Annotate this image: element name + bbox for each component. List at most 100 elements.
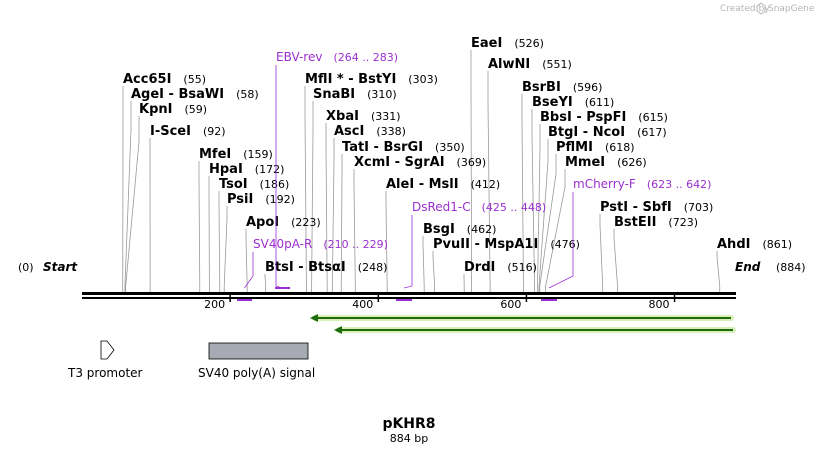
site-name: PstI - SbfI <box>600 200 672 215</box>
site-position: (617) <box>637 126 667 139</box>
site-position: (476) <box>550 238 580 251</box>
restriction-site[interactable]: MmeI (626) <box>565 155 647 170</box>
site-position: (596) <box>573 81 603 94</box>
site-connector <box>537 124 541 292</box>
restriction-site[interactable]: XbaI(331) <box>326 109 401 124</box>
primer[interactable]: mCherry-F(623 .. 642) <box>541 177 711 301</box>
site-position: (412) <box>471 178 501 191</box>
restriction-site[interactable]: AhdI(861) <box>717 237 792 252</box>
site-position: (92) <box>203 125 226 138</box>
site-name: MmeI <box>565 155 605 170</box>
restriction-site[interactable]: XcmI - SgrAI(369) <box>354 155 486 170</box>
restriction-site[interactable]: AleI - MslI (412) <box>386 177 500 192</box>
site-connector <box>218 191 221 292</box>
restriction-site[interactable]: DrdI(516) <box>464 260 537 275</box>
site-position: (861) <box>762 238 792 251</box>
restriction-site[interactable]: KpnI(59) <box>139 102 207 117</box>
end-position: (884) <box>776 261 806 274</box>
orf-arrow-2[interactable] <box>334 326 736 334</box>
restriction-site[interactable]: I-SceI (92) <box>150 124 226 139</box>
restriction-site[interactable]: PflMI(618) <box>556 140 635 155</box>
restriction-site[interactable]: TatI - BsrGI(350) <box>342 140 465 155</box>
restriction-site[interactable]: MflI * - BstYI(303) <box>305 72 438 87</box>
site-name: AleI - MslI <box>386 177 459 192</box>
site-position: (310) <box>367 88 397 101</box>
restriction-site[interactable]: BsrBI (596) <box>522 80 602 95</box>
restriction-site[interactable]: HpaI(172) <box>209 162 284 177</box>
credit-brand: SnapGene <box>768 4 815 14</box>
site-connector <box>487 71 491 292</box>
restriction-site[interactable]: PvuII - MspA1I(476) <box>433 237 580 252</box>
site-connector <box>304 86 307 292</box>
site-position: (626) <box>617 156 647 169</box>
primer[interactable]: DsRed1-C(425 .. 448) <box>396 200 546 301</box>
site-connector <box>716 251 721 292</box>
site-position: (611) <box>585 96 615 109</box>
site-position: (338) <box>376 125 406 138</box>
site-connector <box>264 274 267 292</box>
site-position: (223) <box>291 216 321 229</box>
restriction-site[interactable]: AlwNI(551) <box>488 57 572 72</box>
primer-layer: EBV-rev(264 .. 283)SV40pA-R(210 .. 229)D… <box>237 50 711 301</box>
site-position: (615) <box>638 111 668 124</box>
site-connector <box>385 191 388 292</box>
site-position: (369) <box>457 156 487 169</box>
restriction-site[interactable]: BtsI - BtsαI(248) <box>265 260 387 275</box>
site-connector <box>531 109 535 292</box>
site-connector <box>198 161 201 292</box>
site-name: MfeI <box>199 147 231 162</box>
restriction-site[interactable]: MfeI(159) <box>199 147 273 162</box>
primer-range: (210 .. 229) <box>323 238 388 251</box>
primer-connector <box>548 192 574 289</box>
primer-connector <box>403 215 413 289</box>
start-position: (0) <box>18 261 34 274</box>
site-name: DrdI <box>464 260 495 275</box>
restriction-site[interactable]: AgeI - BsaWI(58) <box>131 87 259 102</box>
restriction-site[interactable]: PstI - SbfI (703) <box>600 200 713 215</box>
site-position: (723) <box>668 216 698 229</box>
sv40-polya-feature[interactable] <box>208 342 309 360</box>
site-connector <box>539 154 557 292</box>
site-connector <box>545 169 566 292</box>
site-name: EaeI <box>471 36 502 51</box>
site-name: ApoI <box>246 215 279 230</box>
site-name: PsiI <box>227 192 253 207</box>
sequence-backbone <box>82 292 736 299</box>
restriction-site[interactable]: BtgI - NcoI(617) <box>548 125 667 140</box>
primer[interactable]: EBV-rev(264 .. 283) <box>275 50 398 289</box>
plasmid-length: 884 bp <box>390 432 428 445</box>
site-name: PflMI <box>556 140 593 155</box>
restriction-site[interactable]: AscI(338) <box>334 124 406 139</box>
site-connector <box>470 50 473 292</box>
site-position: (462) <box>467 223 497 236</box>
restriction-site[interactable]: BstEII (723) <box>614 215 698 230</box>
restriction-site[interactable]: BsgI(462) <box>423 222 496 237</box>
site-name: BstEII <box>614 215 656 230</box>
site-name: AgeI - BsaWI <box>131 87 224 102</box>
site-name: I-SceI <box>150 124 191 139</box>
primer[interactable]: SV40pA-R(210 .. 229) <box>237 237 388 301</box>
site-name: SnaBI <box>313 87 355 102</box>
site-position: (303) <box>408 73 438 86</box>
site-connector <box>613 229 618 292</box>
restriction-site[interactable]: ApoI (223) <box>246 215 321 230</box>
ruler-tick-label: 200 <box>204 298 225 311</box>
site-position: (703) <box>684 201 714 214</box>
site-position: (331) <box>371 110 401 123</box>
site-position: (55) <box>183 73 206 86</box>
restriction-site[interactable]: BbsI - PspFI(615) <box>540 110 668 125</box>
restriction-site[interactable]: SnaBI (310) <box>313 87 397 102</box>
site-connector <box>521 94 524 292</box>
site-connector <box>432 251 435 292</box>
site-name: BsrBI <box>522 80 561 95</box>
orf-arrow-1[interactable] <box>310 314 734 322</box>
restriction-site[interactable]: PsiI(192) <box>227 192 295 207</box>
restriction-site[interactable]: EaeI (526) <box>471 36 544 51</box>
site-position: (526) <box>514 37 544 50</box>
t3-promoter-feature[interactable] <box>100 340 115 360</box>
site-name: TsoI <box>219 177 248 192</box>
restriction-site[interactable]: Acc65I(55) <box>123 72 206 87</box>
restriction-site[interactable]: BseYI(611) <box>532 95 614 110</box>
restriction-site[interactable]: TsoI(186) <box>219 177 289 192</box>
